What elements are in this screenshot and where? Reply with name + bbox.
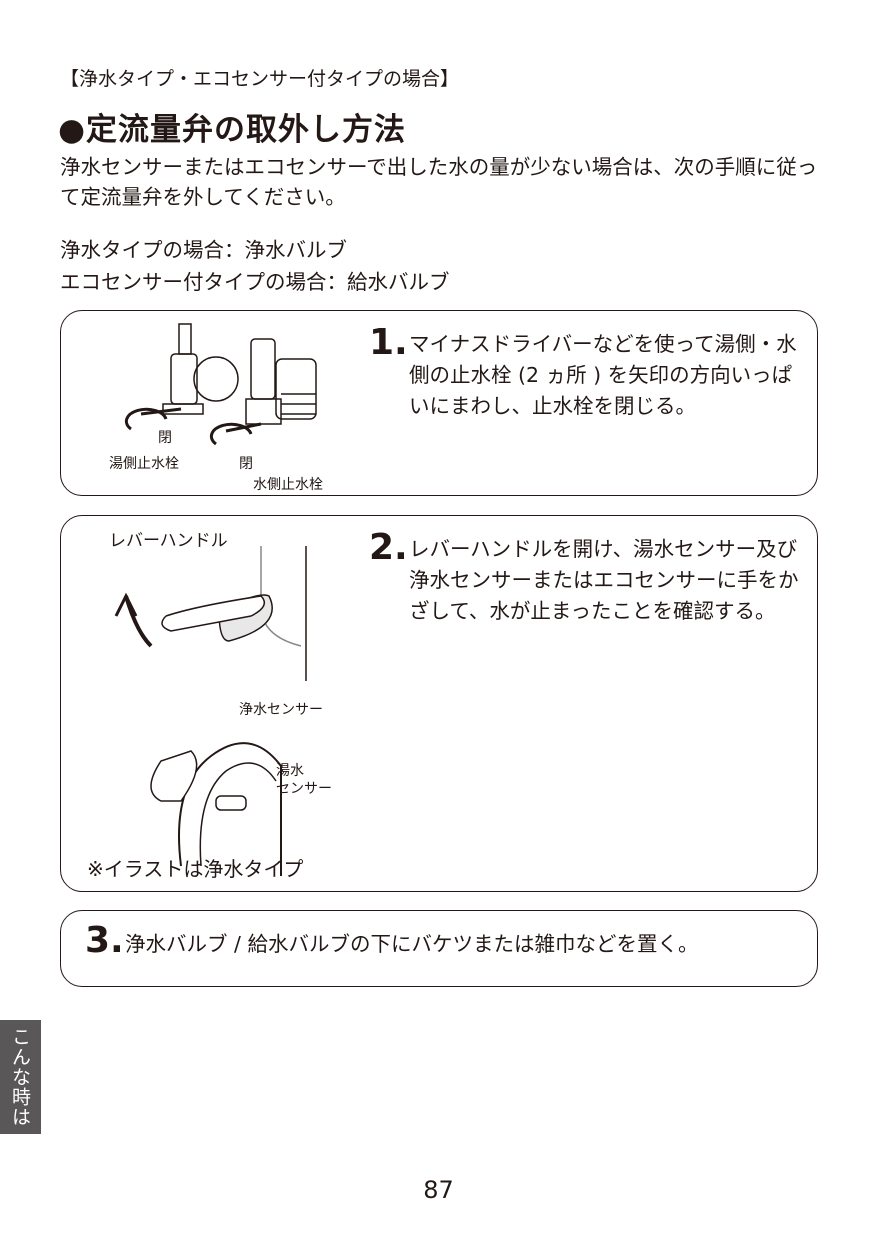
side-tab: こんな時は (0, 1020, 41, 1134)
hot-sensor-label-2: センサー (276, 781, 332, 797)
section-label: 【浄水タイプ・エコセンサー付タイプの場合】 (60, 68, 460, 90)
step-text: マイナスドライバーなどを使って湯側・水側の止水栓 (2 ヵ所 ) を矢印の方向い… (409, 332, 797, 418)
step-text: レバーハンドルを開け、湯水センサー及び浄水センサーまたはエコセンサーに手をかざし… (409, 537, 799, 623)
page-number: 87 (423, 1176, 454, 1204)
faucet-illustration (114, 546, 307, 876)
lever-label: レバーハンドル (109, 531, 228, 551)
pure-sensor-label: 浄水センサー (239, 702, 323, 718)
hot-valve-label: 湯側止水栓 (109, 456, 179, 472)
close-label-2: 閉 (239, 456, 253, 472)
illustration-note: ※イラストは浄水タイプ (87, 857, 304, 881)
step-1-box: 閉 閉 湯側止水栓 水側止水栓 1. マイナスドライバーなどを使って湯側・水側の… (60, 310, 818, 496)
step-number: 2. (369, 527, 408, 568)
step-number: 1. (369, 322, 408, 363)
step-number: 3. (85, 920, 124, 961)
close-label-1: 閉 (158, 430, 172, 446)
step-text: 浄水バルブ / 給水バルブの下にバケツまたは雑巾などを置く。 (125, 932, 699, 956)
type-line-eco: エコセンサー付タイプの場合：給水バルブ (60, 270, 450, 294)
valve-types: 浄水タイプの場合：浄水バルブ エコセンサー付タイプの場合：給水バルブ (60, 234, 450, 298)
intro-text: 浄水センサーまたはエコセンサーで出した水の量が少ない場合は、次の手順に従って定流… (60, 155, 818, 209)
cold-valve-label: 水側止水栓 (253, 477, 323, 493)
type-line-pure: 浄水タイプの場合：浄水バルブ (60, 238, 347, 262)
hot-sensor-label-1: 湯水 (276, 763, 304, 779)
valve-illustration (124, 323, 317, 446)
step-2-box: レバーハンドル 浄水センサー 湯水 センサー ※イラストは浄水タイプ 2. レバ… (60, 515, 818, 892)
page-heading: ●定流量弁の取外し方法 (58, 112, 407, 148)
step-3-box: 3. 浄水バルブ / 給水バルブの下にバケツまたは雑巾などを置く。 (60, 910, 818, 987)
